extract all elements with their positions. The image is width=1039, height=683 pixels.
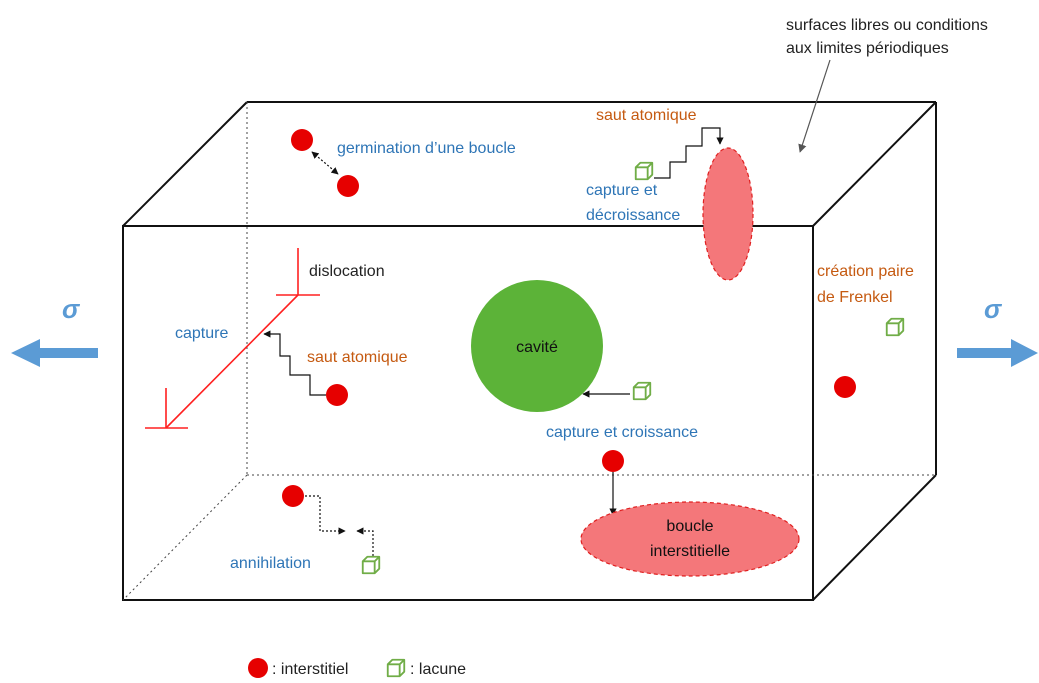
surfaces-label-line1: surfaces libres ou conditions — [786, 17, 988, 34]
box-top-right-edge — [812, 101, 937, 227]
capture-croissance-label: capture et croissance — [546, 424, 698, 441]
interstitial-loop-horizontal — [580, 501, 800, 577]
interstitial-icon — [282, 485, 304, 507]
frenkel-label-line1: création paire — [817, 263, 914, 280]
box-bottom-right-edge — [812, 474, 937, 601]
sigma-right-label: σ — [984, 294, 1003, 324]
vacancy-cube-icon — [632, 381, 652, 401]
loop-label-line2: interstitielle — [650, 543, 730, 560]
interstitial-icon — [834, 376, 856, 398]
dislocation-symbol-icon — [145, 248, 320, 429]
capture-decroissance-line2: décroissance — [586, 207, 680, 224]
box-hidden-edges — [122, 102, 936, 601]
vacancy-cube-icon — [634, 161, 654, 181]
surfaces-pointer-arrow — [798, 59, 831, 153]
stress-arrow-icon — [957, 339, 1038, 367]
legend-interstitiel-label: : interstitiel — [272, 661, 348, 678]
stress-arrow-icon — [11, 339, 98, 367]
saut-atomique-top-path — [654, 127, 724, 179]
capture-label: capture — [175, 325, 228, 342]
vacancy-cube-icon — [386, 658, 406, 678]
saut-atomique-mid-path — [263, 330, 326, 396]
sigma-left-label: σ — [62, 294, 81, 324]
frenkel-label-line2: de Frenkel — [817, 289, 893, 306]
box-front-face — [122, 225, 814, 601]
simulation-box — [122, 101, 937, 601]
vacancy-cube-icon — [885, 317, 905, 337]
cavity-label: cavité — [516, 339, 558, 356]
box-top-left-edge — [122, 101, 248, 227]
cavity — [471, 280, 603, 412]
capture-decroissance-line1: capture et — [586, 182, 658, 199]
annihilation-path-vacancy — [356, 527, 374, 556]
germination-label: germination d’une boucle — [337, 140, 516, 157]
interstitial-icon — [291, 129, 313, 151]
legend-lacune-label: : lacune — [410, 661, 466, 678]
annihilation-label: annihilation — [230, 555, 311, 572]
interstitial-icon — [602, 450, 624, 472]
dislocation-label: dislocation — [309, 263, 385, 280]
interstitial-loop-vertical — [702, 147, 754, 281]
interstitial-icon — [337, 175, 359, 197]
legend: : interstitiel : lacune — [248, 658, 466, 678]
loop-label-line1: boucle — [666, 518, 713, 535]
surfaces-label-line2: aux limites périodiques — [786, 40, 949, 57]
annihilation-path-interstitial — [305, 495, 346, 535]
saut-atomique-mid-label: saut atomique — [307, 349, 408, 366]
vacancy-cube-icon — [361, 555, 381, 575]
germination-arrow — [311, 151, 339, 175]
interstitial-icon — [326, 384, 348, 406]
saut-atomique-top-label: saut atomique — [596, 107, 697, 124]
interstitial-icon — [248, 658, 268, 678]
